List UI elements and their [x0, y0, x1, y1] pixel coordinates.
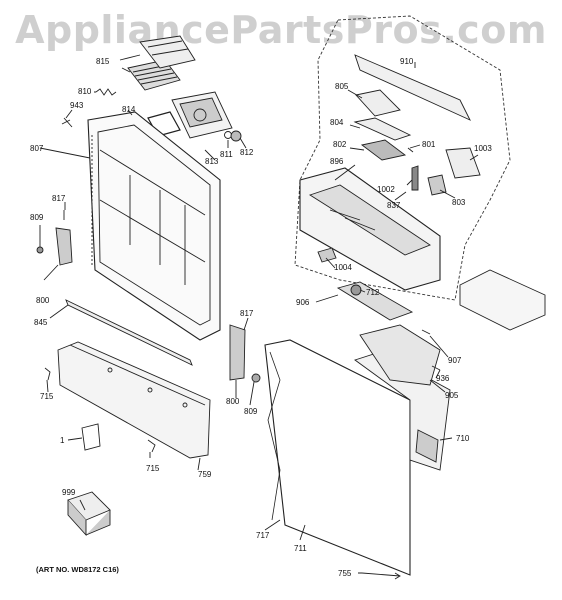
label-812: 812 — [240, 148, 254, 157]
knob-811 — [224, 131, 232, 139]
spring-810 — [95, 88, 117, 96]
inner-door-807 — [87, 111, 221, 341]
hinge-800-right — [229, 324, 246, 381]
label-943: 943 — [70, 101, 84, 110]
label-896: 896 — [330, 157, 344, 166]
leader-lines — [39, 54, 479, 574]
label-715-right: 715 — [146, 464, 160, 473]
screw-715-right — [147, 439, 156, 453]
label-815: 815 — [96, 57, 110, 66]
label-1: 1 — [60, 436, 65, 445]
label-801: 801 — [422, 140, 436, 149]
label-755: 755 — [338, 569, 352, 578]
art-number: (ART NO. WD8172 C16) — [36, 565, 119, 574]
part-803 — [427, 174, 447, 196]
label-800-left: 800 — [36, 296, 50, 305]
label-910: 910 — [400, 57, 414, 66]
screw-715-left — [44, 367, 51, 381]
side-cover — [459, 269, 546, 331]
label-800-right: 800 — [226, 397, 240, 406]
arrow-755 — [361, 572, 401, 580]
roller-809-left — [36, 246, 44, 254]
label-814: 814 — [122, 105, 136, 114]
label-711: 711 — [294, 544, 307, 553]
vent-815 — [127, 59, 181, 91]
label-845: 845 — [34, 318, 48, 327]
label-906: 906 — [296, 298, 310, 307]
part-802 — [360, 139, 407, 161]
label-809-left: 809 — [30, 213, 44, 222]
screw-907 — [421, 329, 431, 335]
label-905: 905 — [445, 391, 459, 400]
part-804 — [353, 117, 412, 141]
label-759: 759 — [198, 470, 212, 479]
strip-845 — [65, 299, 193, 366]
label-805: 805 — [335, 82, 349, 91]
label-999: 999 — [62, 488, 76, 497]
label-809-right: 809 — [244, 407, 258, 416]
label-811: 811 — [220, 150, 233, 159]
label-717: 717 — [256, 531, 270, 540]
label-803: 803 — [452, 198, 466, 207]
part-805 — [355, 89, 401, 117]
screw-943 — [61, 117, 73, 128]
knob-812 — [230, 130, 242, 142]
label-936: 936 — [436, 374, 450, 383]
console-896 — [299, 167, 441, 291]
board-1003 — [445, 147, 481, 179]
label-907: 907 — [448, 356, 462, 365]
part-801 — [407, 147, 414, 153]
handle-top-part — [139, 35, 196, 69]
toe-kick-759 — [57, 341, 211, 459]
label-715-left: 715 — [40, 392, 54, 401]
label-802: 802 — [333, 140, 347, 149]
control-panel-group-outline — [294, 15, 511, 301]
part-1002 — [411, 165, 419, 191]
part-1004 — [317, 247, 337, 263]
outer-door-711 — [264, 339, 411, 576]
label-712: 712 — [366, 288, 380, 297]
label-1004: 1004 — [334, 263, 352, 272]
roller-809-right — [251, 373, 261, 383]
label-817-right: 817 — [240, 309, 254, 318]
hinge-800-left — [55, 227, 73, 266]
label-817-left: 817 — [52, 194, 66, 203]
knob-712 — [350, 284, 362, 296]
tag-1 — [81, 423, 101, 451]
label-810: 810 — [78, 87, 92, 96]
label-813: 813 — [205, 157, 219, 166]
label-710: 710 — [456, 434, 470, 443]
bracket-910 — [354, 54, 471, 121]
label-837: 837 — [387, 201, 401, 210]
label-807: 807 — [30, 144, 44, 153]
label-1002: 1002 — [377, 185, 395, 194]
label-804: 804 — [330, 118, 344, 127]
label-1003: 1003 — [474, 144, 492, 153]
dispenser-813 — [171, 91, 233, 139]
box-999 — [67, 491, 111, 537]
screw-936 — [431, 365, 441, 371]
